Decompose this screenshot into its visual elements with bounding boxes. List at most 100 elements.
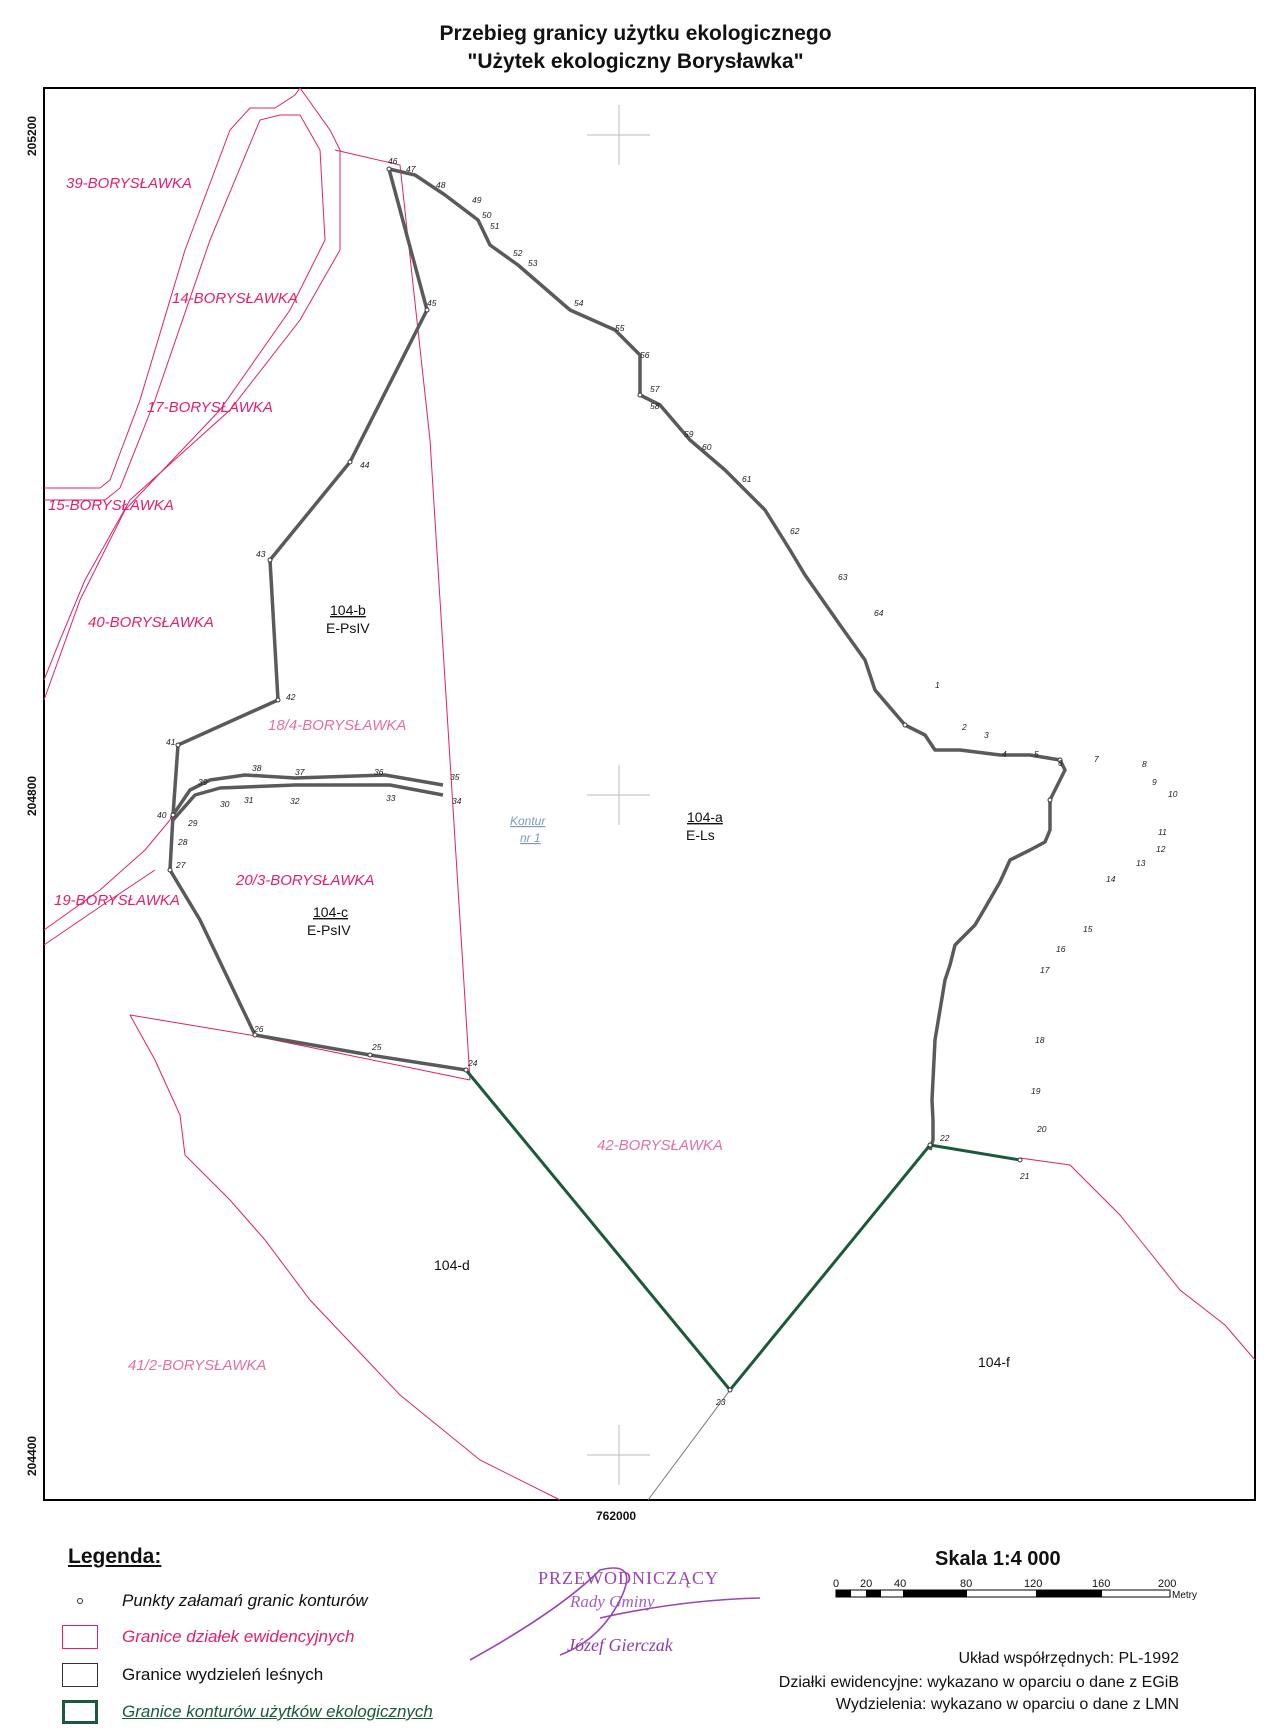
parcel-label-20-3: 20/3-BORYSŁAWKA <box>235 872 374 889</box>
map-frame <box>43 87 1256 1501</box>
info-parcels-source: Działki ewidencyjne: wykazano w oparciu … <box>778 1674 1179 1691</box>
forest-unit-104b-class: E-PsIV <box>326 620 370 636</box>
scale-tick-120: 120 <box>1024 1578 1042 1590</box>
point-48: 48 <box>436 180 446 190</box>
point-13: 13 <box>1136 858 1146 868</box>
point-41: 41 <box>166 737 176 747</box>
point-44: 44 <box>360 460 370 470</box>
info-forest-source: Wydzielenia: wykazano w oparciu o dane z… <box>835 1696 1179 1713</box>
point-32: 32 <box>290 796 300 806</box>
point-15: 15 <box>1083 924 1093 934</box>
signature-scribble <box>469 1567 761 1661</box>
point-1: 1 <box>935 680 940 690</box>
parcel-label-42: 42-BORYSŁAWKA <box>597 1137 723 1154</box>
scale-bar <box>835 1589 1171 1598</box>
point-62: 62 <box>790 526 800 536</box>
point-8: 8 <box>1142 759 1147 769</box>
map-title-line2: "Użytek ekologiczny Borysławka" <box>467 50 804 73</box>
contour-label-line1: Kontur <box>510 814 546 828</box>
legend-point-icon <box>62 1589 98 1613</box>
parcel-label-41-2: 41/2-BORYSŁAWKA <box>128 1357 266 1374</box>
point-6: 6 <box>1058 758 1063 768</box>
point-39: 39 <box>198 777 208 787</box>
legend-item-parcels: Granice działek ewidencyjnych <box>62 1622 354 1652</box>
point-27: 27 <box>175 860 186 870</box>
point-55: 55 <box>615 323 625 333</box>
forest-line-extension <box>647 1389 731 1501</box>
legend-title: Legenda: <box>68 1545 162 1568</box>
eco-contour-boundary <box>464 1069 1021 1393</box>
forest-unit-104b-id: 104-b <box>330 602 366 618</box>
info-coordinate-system: Układ współrzędnych: PL-1992 <box>958 1650 1179 1667</box>
point-49: 49 <box>472 195 482 205</box>
legend-label-eco: Granice konturów użytków ekologicznych <box>122 1702 433 1721</box>
contour-label-line2: nr 1 <box>520 831 541 845</box>
point-4: 4 <box>1002 749 1007 759</box>
point-43: 43 <box>256 549 266 559</box>
point-61: 61 <box>742 474 752 484</box>
coord-x-762000: 762000 <box>596 1509 636 1523</box>
map-title-line1: Przebieg granicy użytku ekologicznego <box>439 22 832 45</box>
break-points <box>167 166 1063 1393</box>
point-35: 35 <box>450 772 460 782</box>
point-50: 50 <box>482 210 492 220</box>
parcel-label-40: 40-BORYSŁAWKA <box>88 614 214 631</box>
parcel-label-39: 39-BORYSŁAWKA <box>66 175 192 192</box>
scale-title: Skala 1:4 000 <box>935 1548 1061 1570</box>
parcel-boundaries <box>43 87 1256 1501</box>
scale-tick-160: 160 <box>1092 1578 1110 1590</box>
point-52: 52 <box>513 248 523 258</box>
scale-tick-200: 200 <box>1158 1578 1176 1590</box>
point-33: 33 <box>386 793 396 803</box>
point-16: 16 <box>1056 944 1066 954</box>
legend-label-forest: Granice wydzieleń leśnych <box>122 1665 324 1684</box>
point-number-labels: 1 2 3 4 5 6 7 8 9 10 11 12 13 14 15 16 1… <box>157 156 1178 1407</box>
point-12: 12 <box>1156 844 1166 854</box>
point-26: 26 <box>253 1024 264 1034</box>
legend-forest-icon <box>62 1663 98 1687</box>
legend-parcel-icon <box>62 1625 98 1649</box>
scale-tick-40: 40 <box>894 1578 906 1590</box>
point-18: 18 <box>1035 1035 1045 1045</box>
point-11: 11 <box>1158 827 1167 837</box>
forest-unit-104f-id: 104-f <box>978 1354 1010 1370</box>
point-7: 7 <box>1094 754 1099 764</box>
point-37: 37 <box>295 767 305 777</box>
point-63: 63 <box>838 572 848 582</box>
point-58: 58 <box>650 401 660 411</box>
coord-y-204800: 204800 <box>25 776 39 816</box>
point-25: 25 <box>371 1042 382 1052</box>
forest-unit-104a-class: E-Ls <box>686 827 715 843</box>
point-9: 9 <box>1152 777 1157 787</box>
point-10: 10 <box>1168 789 1178 799</box>
scale-tick-0: 0 <box>833 1578 839 1590</box>
parcel-label-14: 14-BORYSŁAWKA <box>172 290 298 307</box>
point-64: 64 <box>874 608 884 618</box>
point-45: 45 <box>427 298 437 308</box>
parcel-label-17: 17-BORYSŁAWKA <box>147 399 273 416</box>
point-2: 2 <box>961 722 967 732</box>
point-3: 3 <box>984 730 989 740</box>
forest-unit-104c-class: E-PsIV <box>307 922 351 938</box>
coord-y-204400: 204400 <box>25 1436 39 1476</box>
point-34: 34 <box>452 796 462 806</box>
legend-item-eco: Granice konturów użytków ekologicznych <box>62 1697 433 1727</box>
point-14: 14 <box>1106 874 1116 884</box>
point-20: 20 <box>1036 1124 1047 1134</box>
point-53: 53 <box>528 258 538 268</box>
forest-boundaries <box>168 167 1067 1151</box>
point-40: 40 <box>157 810 167 820</box>
point-46: 46 <box>388 156 398 166</box>
point-30: 30 <box>220 799 230 809</box>
legend-label-points: Punkty załamań granic konturów <box>122 1591 368 1610</box>
stamp-council: Rady Gminy <box>570 1592 655 1611</box>
point-24: 24 <box>467 1058 478 1068</box>
legend-item-forest: Granice wydzieleń leśnych <box>62 1660 323 1690</box>
point-38: 38 <box>252 763 262 773</box>
point-22: 22 <box>939 1133 950 1143</box>
point-17: 17 <box>1040 965 1050 975</box>
legend-item-points: Punkty załamań granic konturów <box>62 1586 368 1616</box>
grid-crosses <box>587 105 650 1485</box>
point-57: 57 <box>650 384 660 394</box>
point-31: 31 <box>244 795 254 805</box>
